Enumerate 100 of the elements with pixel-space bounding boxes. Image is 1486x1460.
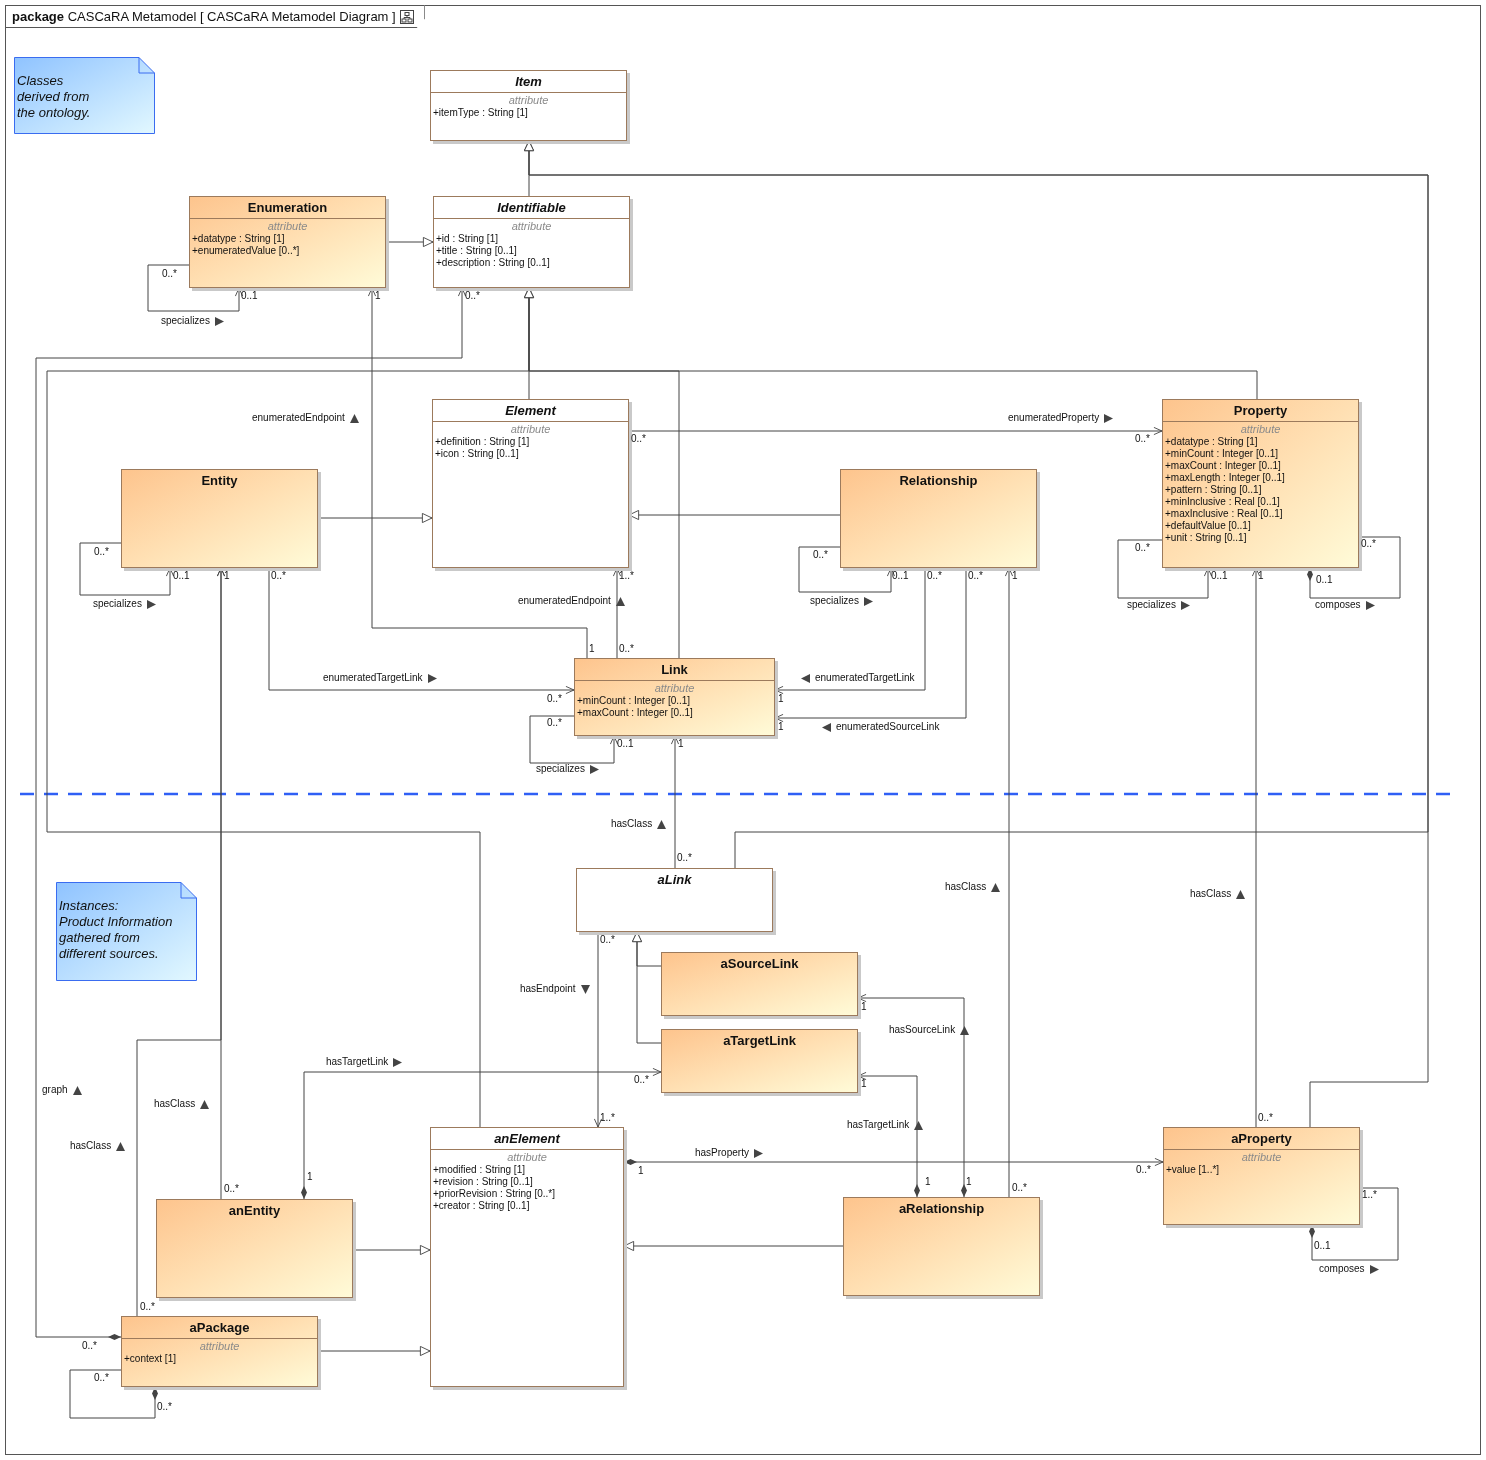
multiplicity-label: 0..1 [617,738,634,750]
class-name: Identifiable [497,199,566,217]
class-box [121,469,318,568]
compartment-label: attribute [199,1340,240,1353]
multiplicity-label: 0..* [1135,433,1150,445]
multiplicity-label: 1 [861,1001,867,1013]
edge-label: enumeratedEndpoint [518,595,611,607]
multiplicity-label: 1 [778,693,784,705]
compartment-label: attribute [507,1151,547,1164]
multiplicity-label: 1 [224,570,230,582]
class-name: aTargetLink [723,1032,796,1050]
multiplicity-label: 1 [1012,570,1018,582]
multiplicity-label: 0..* [600,934,615,946]
edge-label: specializes [1127,599,1176,611]
multiplicity-label: 0..* [1136,1164,1151,1176]
class-name: Item [515,73,542,91]
multiplicity-label: 1..* [1362,1189,1377,1201]
class-box [576,868,773,932]
multiplicity-label: 1 [589,643,595,655]
compartment-label: attribute [1241,1151,1282,1164]
multiplicity-label: 1..* [619,570,634,582]
multiplicity-label: 0..* [94,1372,109,1384]
class-box [574,658,775,736]
class-name: aSourceLink [720,955,799,973]
multiplicity-label: 0..* [1361,538,1376,550]
multiplicity-label: 0..* [619,643,634,655]
multiplicity-label: 0..1 [1211,570,1228,582]
attribute-text: +id : String [1] [435,233,499,245]
attribute-text: +itemType : String [1] [432,107,529,119]
attribute-text: +maxCount : Integer [0..1] [1164,460,1282,472]
compartment-label: attribute [508,94,549,107]
multiplicity-label: 0..* [465,290,480,302]
edge-label: composes [1315,599,1361,611]
multiplicity-label: 0..* [224,1183,239,1195]
attribute-text: +minCount : Integer [0..1] [1164,448,1280,460]
attribute-text: +unit : String [0..1] [1164,532,1248,544]
attribute-text: +revision : String [0..1] [432,1176,534,1188]
class-box [430,1127,624,1387]
multiplicity-label: 1 [375,290,381,302]
multiplicity-label: 0..* [1135,542,1150,554]
multiplicity-label: 0..* [271,570,286,582]
edge-label: hasTargetLink [326,1056,389,1068]
association-line [69,1369,158,1419]
attribute-text: +context [1] [123,1353,177,1365]
attribute-text: +creator : String [0..1] [432,1200,531,1212]
edge-label: specializes [93,598,142,610]
multiplicity-label: 1..* [600,1112,615,1124]
note [56,882,197,981]
multiplicity-label: 0..1 [1316,574,1333,586]
compartment-label: attribute [654,682,695,695]
edge-label: hasClass [154,1098,196,1110]
multiplicity-label: 1 [861,1078,867,1090]
attribute-text: +enumeratedValue [0..*] [191,245,301,257]
multiplicity-label: 0..* [157,1401,172,1413]
multiplicity-label: 0..* [968,570,983,582]
multiplicity-label: 1 [925,1176,931,1188]
class-box [843,1197,1040,1296]
multiplicity-label: 0..* [140,1301,155,1313]
class-box [189,196,386,288]
note-text: Product Information gathered from different sources. [59,914,174,962]
multiplicity-label: 0..* [547,717,562,729]
class-name: aProperty [1231,1130,1292,1148]
compartment-label: attribute [510,423,551,436]
multiplicity-label: 1 [638,1165,644,1177]
multiplicity-label: 0..* [162,268,177,280]
multiplicity-label: 0..* [547,693,562,705]
class-name: aLink [657,871,692,889]
multiplicity-label: 0..* [813,549,828,561]
attribute-text: +definition : String [1] [434,436,531,448]
class-box [840,469,1037,568]
edge-label: hasTargetLink [847,1119,910,1131]
attribute-text: +title : String [0..1] [435,245,518,257]
attribute-text: +datatype : String [1] [1164,436,1259,448]
attribute-text: +maxLength : Integer [0..1] [1164,472,1286,484]
multiplicity-label: 0..* [94,546,109,558]
edge-label: enumeratedEndpoint [252,412,345,424]
class-name: Element [505,402,556,420]
class-box [661,952,858,1016]
edge-label: hasEndpoint [520,983,576,995]
attribute-text: +minCount : Integer [0..1] [576,695,692,707]
multiplicity-label: 0..* [677,852,692,864]
compartment-label: attribute [511,220,552,233]
multiplicity-label: 0..* [631,433,646,445]
attribute-text: +defaultValue [0..1] [1164,520,1252,532]
class-name: Property [1233,402,1288,420]
attribute-text: +value [1..*] [1165,1164,1221,1176]
multiplicity-label: 0..1 [1314,1240,1331,1252]
frame-title: package CASCaRA Metamodel [ CASCaRA Metamodel Diagram ] [12,8,396,25]
attribute-text: +minInclusive : Real [0..1] [1164,496,1281,508]
multiplicity-label: 0..1 [173,570,190,582]
class-name: Link [661,661,688,679]
edge-label: hasClass [1190,888,1232,900]
attribute-text: +maxInclusive : Real [0..1] [1164,508,1284,520]
edge-label: specializes [536,763,585,775]
multiplicity-label: 1 [307,1171,313,1183]
multiplicity-label: 1 [1258,570,1264,582]
edge-label: hasSourceLink [889,1024,956,1036]
edge-label: hasProperty [695,1147,749,1159]
multiplicity-label: 0..1 [892,570,909,582]
multiplicity-label: 0..* [1258,1112,1273,1124]
